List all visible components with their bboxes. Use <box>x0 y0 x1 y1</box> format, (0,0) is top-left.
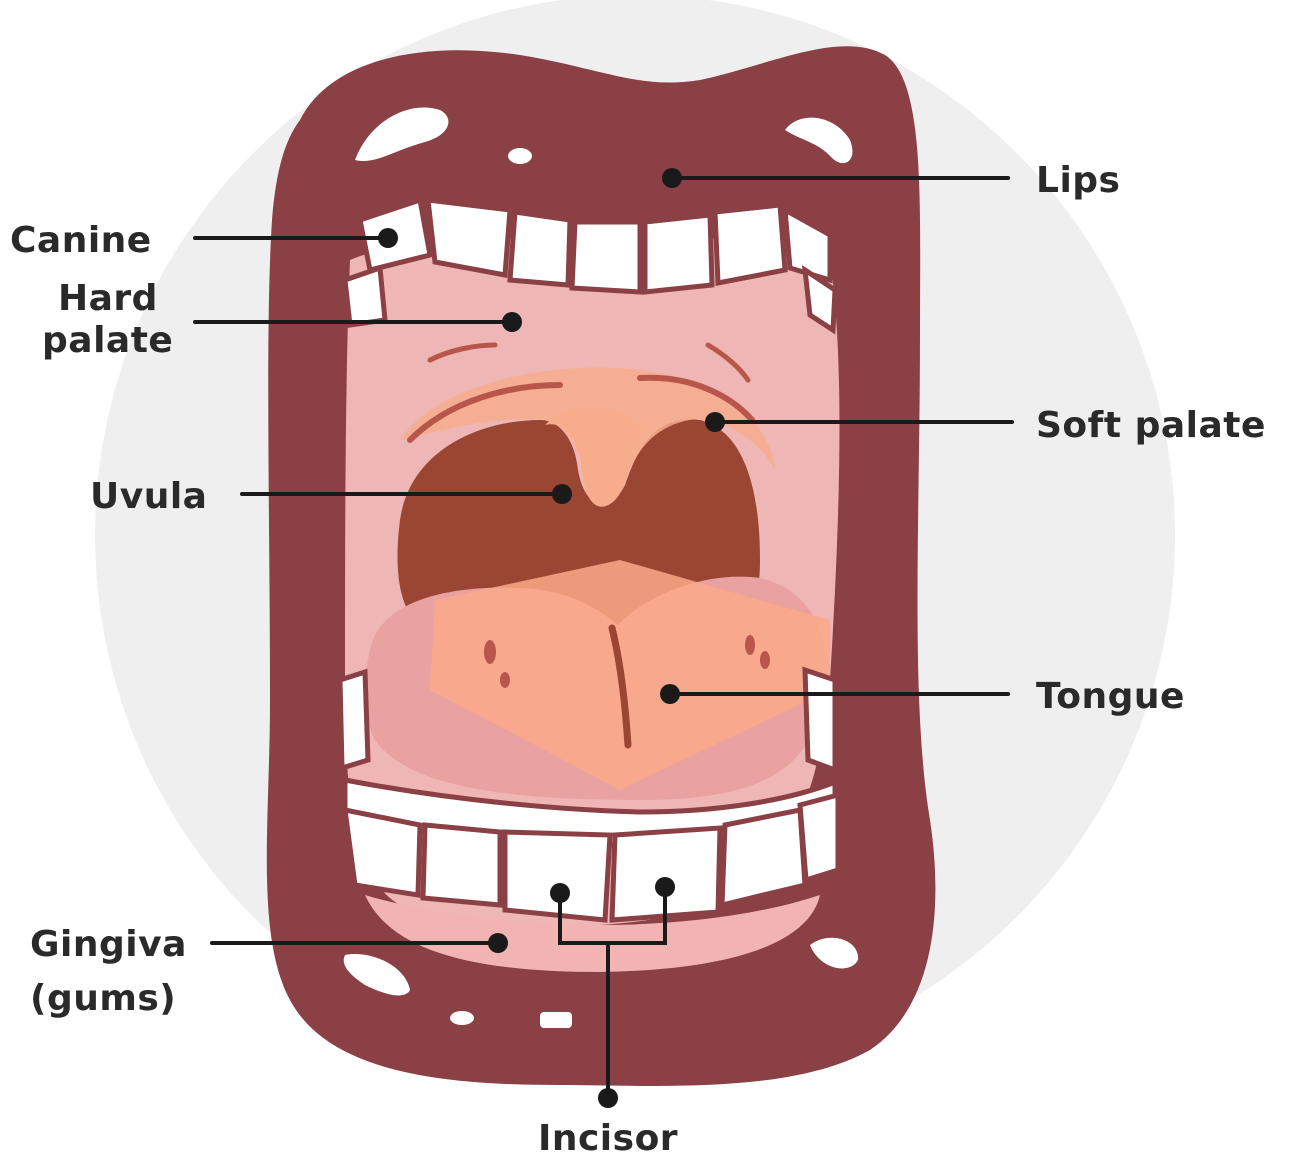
incisor-label: Incisor <box>538 1118 678 1159</box>
upper-molar-left <box>345 268 385 325</box>
lower-molar-right <box>805 670 835 770</box>
canine-label: Canine <box>10 220 152 261</box>
hard-palate-dot <box>502 312 522 332</box>
tongue-mark-2 <box>500 672 510 688</box>
tongue-mark-3 <box>745 635 755 655</box>
lower-incisor-left <box>505 832 610 920</box>
hard-palate-label-line2: palate <box>42 320 173 361</box>
lip-highlight-dot-bottom-1 <box>450 1011 474 1025</box>
upper-tooth <box>645 215 712 292</box>
upper-tooth <box>510 212 570 285</box>
tongue-mark-1 <box>484 640 496 664</box>
uvula-dot <box>552 484 572 504</box>
upper-tooth <box>572 222 640 292</box>
tongue-label: Tongue <box>1036 676 1185 717</box>
upper-tooth <box>715 205 785 283</box>
uvula-label: Uvula <box>90 476 207 517</box>
soft-palate-dot <box>705 412 725 432</box>
upper-tooth <box>428 200 510 275</box>
gingiva-dot <box>488 933 508 953</box>
gingiva-label-line2: (gums) <box>30 978 176 1019</box>
lower-tooth <box>423 825 500 905</box>
tongue-dot <box>660 684 680 704</box>
tongue-mark-4 <box>760 651 770 669</box>
lips-label: Lips <box>1036 160 1120 201</box>
lower-tooth <box>345 810 420 895</box>
lip-highlight-dot-top <box>508 148 532 164</box>
incisor-dot-bottom <box>598 1088 618 1108</box>
hard-palate-label-line1: Hard <box>58 278 158 319</box>
gingiva-label-line1: Gingiva <box>30 924 187 965</box>
lip-highlight-dot-bottom-2 <box>540 1012 572 1028</box>
lower-molar-left <box>340 672 368 768</box>
lips-dot <box>662 168 682 188</box>
soft-palate-label: Soft palate <box>1036 405 1266 446</box>
lower-tooth <box>800 795 838 880</box>
canine-dot <box>378 228 398 248</box>
